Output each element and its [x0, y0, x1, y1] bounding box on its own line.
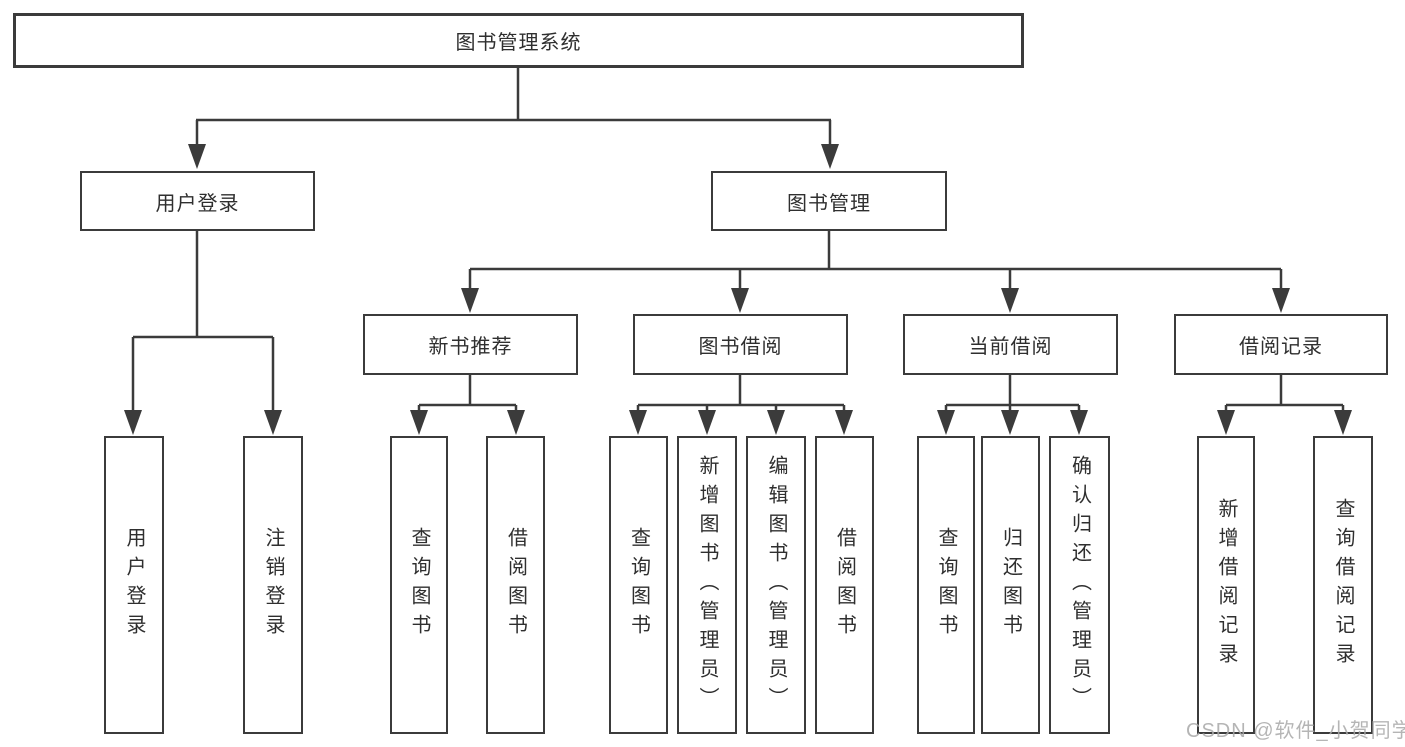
leaf-logout: 注销登录	[243, 436, 303, 734]
leaf-query-book-2: 查询图书	[609, 436, 668, 734]
node-new-book-recommend: 新书推荐	[363, 314, 578, 375]
arrowhead-icon	[767, 410, 785, 435]
arrowhead-icon	[731, 288, 749, 313]
node-book-borrow-label: 图书借阅	[698, 336, 783, 358]
leaf-user-login-label: 用户登录	[123, 527, 145, 643]
arrowhead-icon	[461, 288, 479, 313]
leaf-add-book-admin-label: 新增图书（管理员）	[696, 454, 718, 716]
node-borrow-record: 借阅记录	[1174, 314, 1388, 375]
arrowhead-icon	[937, 410, 955, 435]
node-user-login: 用户登录	[80, 171, 315, 231]
watermark: CSDN @软件_小贺同学	[1186, 720, 1405, 742]
arrowhead-icon	[264, 410, 282, 435]
leaf-query-book-1: 查询图书	[390, 436, 448, 734]
arrowhead-icon	[835, 410, 853, 435]
leaf-return-book: 归还图书	[981, 436, 1040, 734]
leaf-confirm-return-admin: 确认归还（管理员）	[1049, 436, 1110, 734]
leaf-return-book-label: 归还图书	[999, 527, 1022, 643]
arrowhead-icon	[188, 144, 206, 169]
leaf-borrow-book-1-label: 借阅图书	[504, 527, 527, 643]
leaf-borrow-book-2: 借阅图书	[815, 436, 874, 734]
leaf-query-book-1-label: 查询图书	[408, 527, 430, 643]
arrowhead-icon	[1001, 288, 1019, 313]
leaf-edit-book-admin: 编辑图书（管理员）	[746, 436, 806, 734]
arrowhead-icon	[1001, 410, 1019, 435]
leaf-add-book-admin: 新增图书（管理员）	[677, 436, 737, 734]
leaf-user-login: 用户登录	[104, 436, 164, 734]
leaf-query-book-3-label: 查询图书	[935, 527, 957, 643]
leaf-borrow-book-2-label: 借阅图书	[833, 527, 856, 643]
arrowhead-icon	[629, 410, 647, 435]
arrowhead-icon	[124, 410, 142, 435]
arrowhead-icon	[410, 410, 428, 435]
node-root: 图书管理系统	[13, 13, 1024, 68]
arrowhead-icon	[821, 144, 839, 169]
node-current-borrow: 当前借阅	[903, 314, 1118, 375]
node-book-borrow: 图书借阅	[633, 314, 848, 375]
leaf-logout-label: 注销登录	[262, 527, 284, 643]
leaf-query-book-2-label: 查询图书	[627, 527, 650, 643]
node-user-login-label: 用户登录	[155, 192, 240, 215]
node-current-borrow-label: 当前借阅	[968, 336, 1053, 358]
arrowhead-icon	[1217, 410, 1235, 435]
node-borrow-record-label: 借阅记录	[1239, 336, 1323, 358]
arrowhead-icon	[1070, 410, 1088, 435]
arrowhead-icon	[1334, 410, 1352, 435]
node-root-label: 图书管理系统	[455, 32, 582, 54]
node-new-book-recommend-label: 新书推荐	[428, 336, 513, 358]
arrowhead-icon	[507, 410, 525, 435]
leaf-query-borrow-record-label: 查询借阅记录	[1332, 498, 1354, 672]
leaf-query-book-3: 查询图书	[917, 436, 975, 734]
arrowhead-icon	[1272, 288, 1290, 313]
node-book-management: 图书管理	[711, 171, 947, 231]
leaf-query-borrow-record: 查询借阅记录	[1313, 436, 1373, 734]
leaf-confirm-return-admin-label: 确认归还（管理员）	[1068, 454, 1091, 716]
node-book-management-label: 图书管理	[787, 192, 871, 215]
arrowhead-icon	[698, 410, 716, 435]
leaf-add-borrow-record: 新增借阅记录	[1197, 436, 1255, 734]
leaf-add-borrow-record-label: 新增借阅记录	[1215, 498, 1237, 672]
leaf-borrow-book-1: 借阅图书	[486, 436, 545, 734]
leaf-edit-book-admin-label: 编辑图书（管理员）	[765, 454, 787, 716]
